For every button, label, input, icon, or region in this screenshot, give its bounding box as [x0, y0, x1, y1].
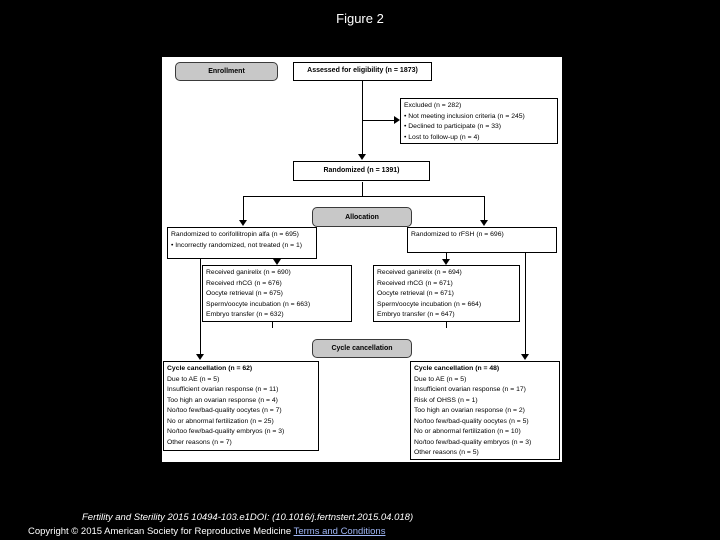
cancellation-reason: Due to AE (n = 5): [167, 375, 220, 383]
treatment-step: Received ganirelix (n = 694): [377, 269, 462, 276]
flow-arrowhead-down: [521, 354, 529, 360]
rfsh-allocation-header: Randomized to rFSH (n = 696): [411, 231, 504, 238]
corifollitropin-allocation-header: Randomized to corifollitropin alfa (n = …: [171, 231, 299, 238]
treatment-step: Embryo transfer (n = 632): [206, 311, 284, 319]
treatment-step: Sperm/oocyte incubation (n = 664): [377, 300, 482, 308]
flow-line: [525, 253, 526, 355]
rfsh-treatment-box: Received ganirelix (n = 694) Received rh…: [373, 265, 520, 322]
cancellation-reason: No/too few/bad-quality embryos (n = 3): [414, 438, 532, 446]
treatment-step: Oocyte retrieval (n = 675): [206, 290, 283, 298]
excluded-reason: • Not meeting inclusion criteria (n = 24…: [404, 112, 525, 120]
assessed-eligibility-box: Assessed for eligibility (n = 1873): [293, 62, 432, 81]
cancellation-reason: Insufficient ovarian response (n = 17): [414, 386, 526, 394]
copyright-label: Copyright © 2015 American Society for Re…: [28, 526, 294, 537]
excluded-reason: • Lost to follow-up (n = 4): [404, 133, 480, 141]
randomized-box: Randomized (n = 1391): [293, 161, 430, 181]
treatment-step: Received rhCG (n = 671): [377, 279, 453, 287]
cancellation-header: Cycle cancellation (n = 62): [167, 365, 253, 372]
treatment-step: Embryo transfer (n = 647): [377, 311, 455, 319]
corifollitropin-treatment-box: Received ganirelix (n = 690) Received rh…: [202, 265, 352, 322]
cancellation-reason: Due to AE (n = 5): [414, 375, 467, 383]
cancellation-reason: Other reasons (n = 7): [167, 438, 232, 446]
rfsh-allocation-box: Randomized to rFSH (n = 696): [407, 227, 557, 253]
flow-arrowhead-down: [480, 220, 488, 226]
corifollitropin-cancellation-box: Cycle cancellation (n = 62) Due to AE (n…: [163, 361, 319, 451]
cancellation-reason: No/too few/bad-quality oocytes (n = 5): [414, 417, 529, 425]
flow-arrowhead-down: [273, 259, 281, 265]
cancellation-reason: Too high an ovarian response (n = 4): [167, 396, 278, 404]
enrollment-stage-label: Enrollment: [175, 62, 278, 81]
excluded-header: Excluded (n = 282): [404, 102, 462, 109]
flow-line: [200, 259, 201, 355]
excluded-box: Excluded (n = 282) • Not meeting inclusi…: [400, 98, 558, 144]
flow-line: [243, 196, 244, 220]
rfsh-cancellation-box: Cycle cancellation (n = 48) Due to AE (n…: [410, 361, 560, 460]
flow-line: [446, 322, 447, 328]
cancellation-reason: No/too few/bad-quality oocytes (n = 7): [167, 407, 282, 415]
cancellation-reason: Other reasons (n = 5): [414, 449, 479, 457]
flow-line: [446, 253, 447, 259]
flow-line: [243, 196, 485, 197]
treatment-step: Oocyte retrieval (n = 671): [377, 290, 454, 298]
corifollitropin-allocation-note: • Incorrectly randomized, not treated (n…: [171, 241, 303, 249]
terms-and-conditions-link[interactable]: Terms and Conditions: [293, 526, 386, 537]
corifollitropin-allocation-box: Randomized to corifollitropin alfa (n = …: [167, 227, 317, 259]
cancellation-reason: Too high an ovarian response (n = 2): [414, 407, 525, 415]
cycle-cancellation-stage-label: Cycle cancellation: [312, 339, 412, 358]
flow-arrowhead-right: [394, 116, 400, 124]
cancellation-reason: Insufficient ovarian response (n = 11): [167, 386, 279, 394]
flow-arrowhead-down: [442, 259, 450, 265]
cancellation-header: Cycle cancellation (n = 48): [414, 365, 500, 372]
flow-line: [272, 322, 273, 328]
allocation-stage-label: Allocation: [312, 207, 412, 227]
flow-arrowhead-down: [239, 220, 247, 226]
flow-line: [362, 182, 363, 196]
cancellation-reason: No or abnormal fertilization (n = 25): [167, 417, 274, 425]
citation-text: Fertility and Sterility 2015 10494-103.e…: [82, 512, 414, 523]
flow-line: [362, 120, 394, 121]
cancellation-reason: No or abnormal fertilization (n = 10): [414, 428, 521, 436]
treatment-step: Received rhCG (n = 676): [206, 279, 282, 287]
flow-line: [362, 81, 363, 155]
figure-panel: Enrollment Assessed for eligibility (n =…: [162, 57, 562, 462]
figure-title: Figure 2: [336, 11, 384, 26]
treatment-step: Received ganirelix (n = 690): [206, 269, 291, 276]
treatment-step: Sperm/oocyte incubation (n = 663): [206, 300, 311, 308]
excluded-reason: • Declined to participate (n = 33): [404, 123, 502, 131]
flow-line: [484, 196, 485, 220]
cancellation-reason: No/too few/bad-quality embryos (n = 3): [167, 428, 285, 436]
flow-arrowhead-down: [358, 154, 366, 160]
cancellation-reason: Risk of OHSS (n = 1): [414, 396, 478, 404]
flow-arrowhead-down: [196, 354, 204, 360]
copyright-text: Copyright © 2015 American Society for Re…: [28, 526, 385, 537]
